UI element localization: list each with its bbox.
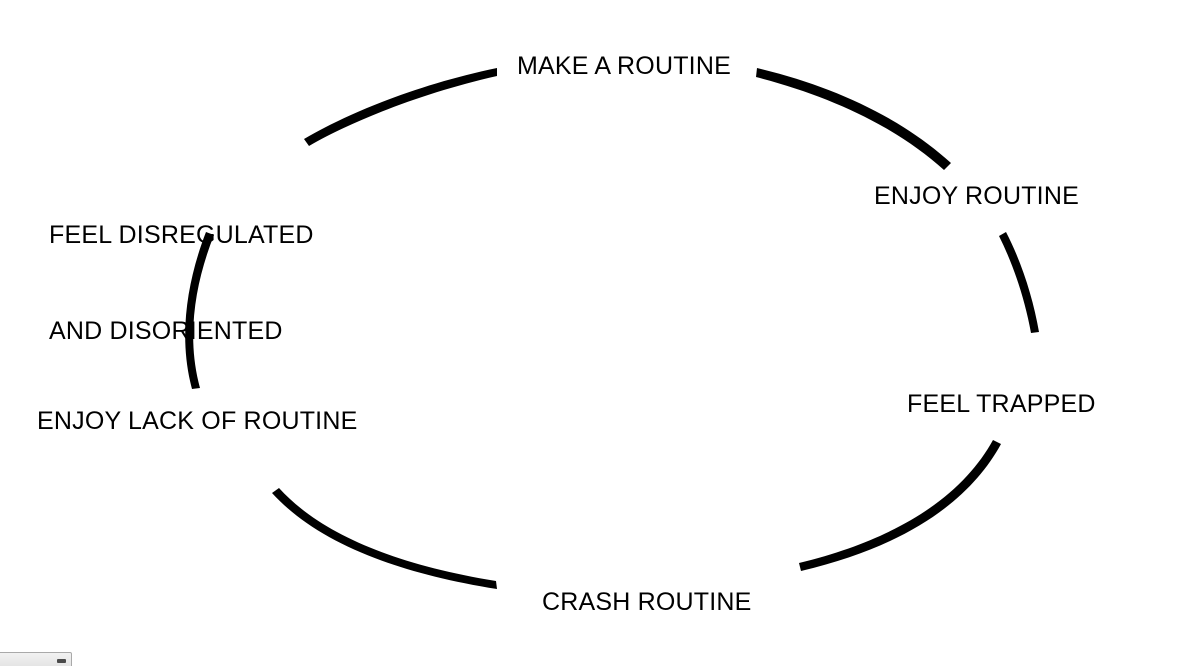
node-label-crash-routine: CRASH ROUTINE [542, 588, 752, 616]
arc-enjoy-lack-to-disregulated [185, 232, 214, 389]
arc-crash-to-enjoy-lack [272, 488, 497, 589]
node-label-feel-disregulated-line2: AND DISORIENTED [49, 317, 283, 345]
node-label-feel-disregulated-line1: FEEL DISREGULATED [49, 221, 314, 249]
dropdown-widget[interactable] [0, 652, 72, 666]
arc-trapped-to-crash [799, 440, 1001, 571]
node-label-feel-disregulated: FEEL DISREGULATED AND DISORIENTED [49, 155, 314, 411]
node-label-feel-trapped: FEEL TRAPPED [907, 390, 1096, 418]
arc-make-to-enjoy-routine [756, 68, 951, 170]
arc-disregulated-to-make [304, 68, 497, 146]
node-label-enjoy-lack-of-routine: ENJOY LACK OF ROUTINE [37, 407, 358, 435]
arc-enjoy-routine-to-trapped [999, 232, 1039, 333]
node-label-make-a-routine: MAKE A ROUTINE [517, 52, 731, 80]
node-label-enjoy-routine: ENJOY ROUTINE [874, 182, 1079, 210]
caret-icon [57, 659, 66, 663]
